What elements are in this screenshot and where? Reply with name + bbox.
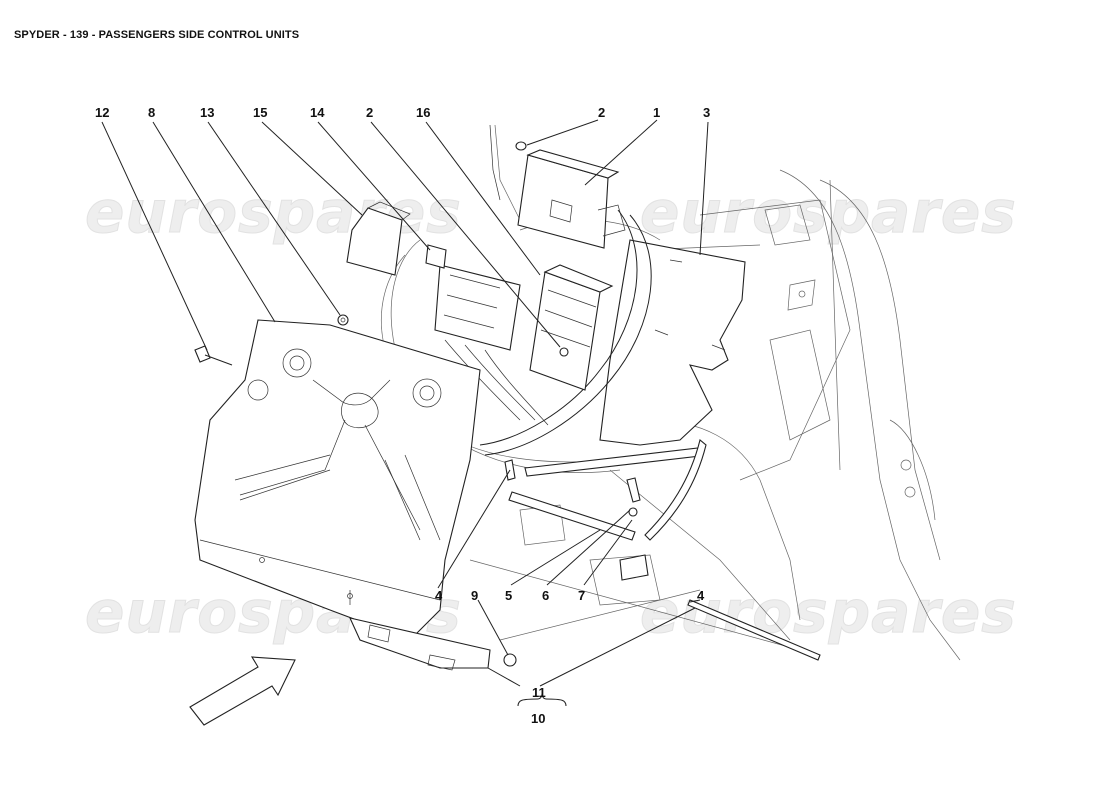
callout-7: 7 bbox=[578, 588, 585, 603]
callout-16: 16 bbox=[416, 105, 430, 120]
callout-9: 9 bbox=[471, 588, 478, 603]
part-cover-panel-8 bbox=[194, 319, 481, 641]
callout-labels: 12 8 13 15 14 2 16 2 1 3 4 9 5 6 7 4 11 … bbox=[95, 105, 710, 726]
callout-4-right: 4 bbox=[697, 588, 705, 603]
page-title: SPYDER - 139 - PASSENGERS SIDE CONTROL U… bbox=[14, 29, 300, 41]
callout-14: 14 bbox=[310, 105, 325, 120]
part-bolt-12 bbox=[194, 345, 233, 366]
callout-13: 13 bbox=[200, 105, 214, 120]
part-control-unit-1 bbox=[517, 149, 626, 249]
part-rod-4 bbox=[687, 599, 821, 661]
callout-8: 8 bbox=[148, 105, 155, 120]
callout-15: 15 bbox=[253, 105, 267, 120]
part-bracket-10 bbox=[349, 617, 491, 669]
callout-2-upper-right: 2 bbox=[598, 105, 605, 120]
leader-lines bbox=[101, 119, 709, 707]
part-fuse-14 bbox=[425, 244, 447, 269]
callout-12: 12 bbox=[95, 105, 109, 120]
callout-6: 6 bbox=[542, 588, 549, 603]
part-bolt-6 bbox=[626, 477, 641, 503]
callout-4-left: 4 bbox=[435, 588, 443, 603]
part-relay-15 bbox=[346, 207, 403, 276]
direction-arrow bbox=[189, 656, 296, 726]
callout-1: 1 bbox=[653, 105, 660, 120]
part-nut-2-mid bbox=[559, 347, 569, 357]
watermark-bottom-right: eurospares bbox=[640, 578, 1017, 646]
part-nut-9 bbox=[503, 653, 517, 667]
callout-10: 10 bbox=[531, 711, 545, 726]
callout-11: 11 bbox=[532, 685, 546, 700]
part-connector-block bbox=[434, 264, 521, 351]
part-washer-7 bbox=[628, 507, 638, 517]
part-rail-5 bbox=[508, 491, 636, 541]
part-nut-2-top bbox=[515, 141, 527, 151]
callout-5: 5 bbox=[505, 588, 512, 603]
callout-2-upper-left: 2 bbox=[366, 105, 373, 120]
callout-3: 3 bbox=[703, 105, 710, 120]
part-ecu-16 bbox=[529, 264, 614, 391]
part-bracket-plate bbox=[599, 239, 746, 446]
part-washer-13 bbox=[337, 314, 349, 326]
wiring-harness bbox=[479, 209, 638, 446]
